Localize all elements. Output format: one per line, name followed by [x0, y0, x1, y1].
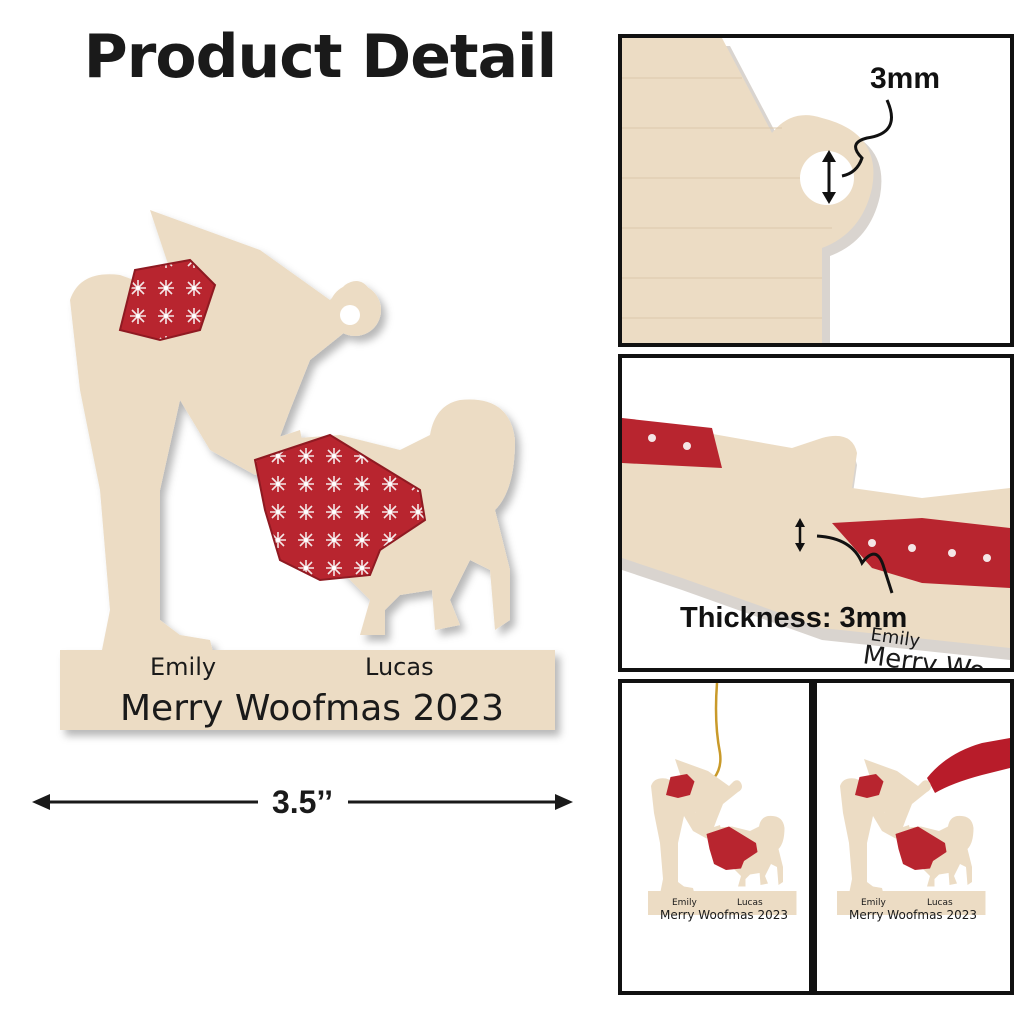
small-message: Merry Woofmas 2023	[849, 908, 977, 922]
small-name-left: Emily	[672, 898, 697, 908]
curved-pointer-icon	[816, 534, 894, 594]
double-arrow-icon	[822, 150, 836, 204]
thickness-closeup-illustration: Emily Merry Wo	[622, 358, 1010, 668]
small-name-right: Lucas	[737, 898, 763, 908]
width-dimension: 3.5’’	[30, 780, 575, 830]
small-name-right: Lucas	[927, 898, 953, 908]
engraved-message: Merry Woofmas 2023	[120, 688, 504, 729]
red-ribbon-variant-panel: Emily Lucas Merry Woofmas 2023	[813, 679, 1014, 995]
red-ribbon	[927, 738, 1010, 793]
hole-closeup-illustration	[622, 38, 1010, 343]
ornament-main-view: Emily Lucas Merry Woofmas 2023	[40, 190, 580, 750]
engraved-name-right: Lucas	[365, 653, 434, 681]
double-arrow-icon	[32, 794, 573, 810]
ornament-red-ribbon-illustration: Emily Lucas Merry Woofmas 2023	[817, 683, 1010, 991]
page-title: Product Detail	[83, 22, 557, 92]
thickness-label: Thickness: 3mm	[680, 602, 908, 634]
small-message: Merry Woofmas 2023	[660, 908, 788, 922]
curved-pointer-icon	[841, 99, 893, 178]
ornament-illustration: Emily Lucas Merry Woofmas 2023	[60, 210, 555, 730]
width-label: 3.5’’	[271, 784, 334, 820]
hole-size-label: 3mm	[870, 62, 941, 95]
double-arrow-icon	[795, 518, 805, 552]
small-name-left: Emily	[861, 898, 886, 908]
gold-string	[712, 683, 722, 779]
thickness-closeup-panel: Emily Merry Wo Thickness: 3mm	[618, 354, 1014, 672]
engraved-name-left: Emily	[150, 653, 216, 681]
gold-string-variant-panel: Emily Lucas Merry Woofmas 2023	[618, 679, 813, 995]
hole-closeup-panel: 3mm	[618, 34, 1014, 347]
ornament-gold-string-illustration: Emily Lucas Merry Woofmas 2023	[622, 683, 809, 991]
